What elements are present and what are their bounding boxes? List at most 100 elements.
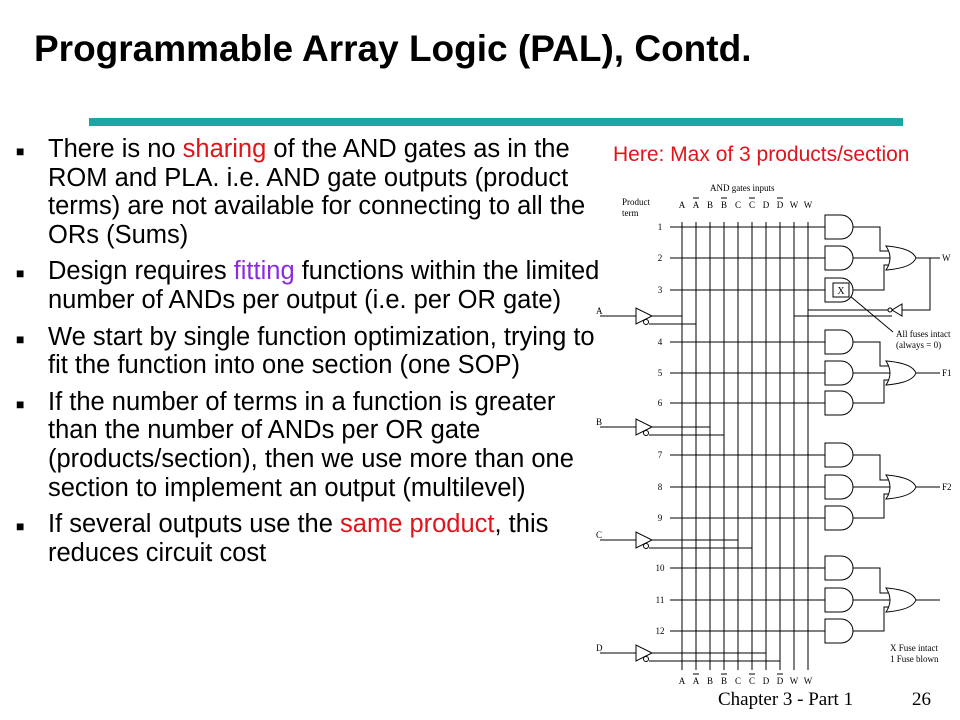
- input-true-wire: [652, 539, 739, 546]
- product-term-number: 5: [658, 368, 663, 378]
- input-comp-wire: [649, 660, 781, 667]
- feedback-wire: [793, 315, 892, 324]
- highlighted-text: fitting: [233, 257, 295, 286]
- bullet-text: We start by single function optimization…: [48, 322, 595, 380]
- feedback-wire: [902, 258, 931, 311]
- and-gate: [824, 390, 854, 416]
- bullet-item: ■ If several outputs use the same product…: [10, 510, 600, 567]
- input-comp-wire: [649, 547, 753, 554]
- or-gate: [885, 587, 917, 613]
- product-term-number: 3: [658, 285, 663, 295]
- fuse-intact-box: [832, 282, 850, 298]
- output-label: W: [942, 253, 951, 263]
- product-term-number: 7: [658, 450, 663, 460]
- legend-fuse-blown: 1 Fuse blown: [890, 654, 939, 664]
- product-term-number: 4: [658, 337, 663, 347]
- input-label: A: [596, 306, 603, 316]
- product-term-number: 11: [656, 595, 665, 605]
- and-gate: [824, 214, 854, 240]
- bullet-square-icon: ■: [16, 143, 25, 159]
- and-to-or-wire: [853, 454, 890, 481]
- and-gate: [824, 505, 854, 531]
- bullet-item: ■If the number of terms in a function is…: [10, 388, 600, 502]
- input-label: C: [596, 530, 602, 540]
- product-term-number: 9: [658, 513, 663, 523]
- bullet-text: Design requires: [48, 257, 234, 286]
- column-label-bottom: A: [679, 676, 686, 686]
- product-term-number: 2: [658, 253, 663, 263]
- fuse-intact-mark: X: [837, 286, 845, 297]
- slide-title: Programmable Array Logic (PAL), Contd.: [34, 28, 752, 69]
- column-label-top: C: [749, 200, 755, 210]
- and-gate: [824, 360, 854, 386]
- product-label: Product: [622, 197, 650, 207]
- bullet-list: ■ There is no sharing of the AND gates as…: [10, 135, 600, 575]
- bullet-square-icon: ■: [16, 395, 25, 412]
- title-underline: [89, 118, 903, 126]
- inverter-bubble: [643, 656, 649, 662]
- column-label-bottom: W: [804, 676, 813, 686]
- input-label: D: [596, 643, 603, 653]
- inverter-bubble: [643, 430, 649, 436]
- all-fuses-line2: (always = 0): [896, 340, 941, 350]
- column-label-top: A: [693, 200, 700, 210]
- and-to-or-wire: [853, 606, 890, 632]
- and-to-or-wire: [853, 567, 890, 594]
- legend-fuse-intact: X Fuse intact: [890, 643, 938, 653]
- column-label-bottom: D: [777, 676, 784, 686]
- column-label-top: B: [707, 200, 713, 210]
- output-label: F2: [942, 482, 952, 492]
- and-gate: [824, 442, 854, 468]
- product-term-number: 6: [658, 398, 663, 408]
- bullet-square-icon: ■: [16, 330, 25, 347]
- bullet-text: functions within the limited number of A…: [48, 257, 600, 314]
- column-label-top: A: [679, 200, 686, 210]
- and-to-or-wire: [853, 226, 890, 252]
- feedback-buffer: [891, 303, 903, 317]
- bullet-text: There is no: [48, 135, 183, 163]
- bullet-item: ■ We start by single function optimizatio…: [10, 323, 600, 380]
- term-label: term: [622, 208, 639, 218]
- footer-chapter: Chapter 3 - Part 1: [718, 689, 854, 710]
- and-gate: [824, 555, 854, 581]
- output-label: F1: [942, 368, 952, 378]
- column-label-top: W: [790, 200, 799, 210]
- input-true-wire: [652, 652, 767, 659]
- column-label-bottom: C: [749, 676, 755, 686]
- all-fuses-pointer: [849, 295, 894, 333]
- bullet-square-icon: ■: [16, 518, 25, 535]
- column-label-top: B: [721, 200, 727, 210]
- product-term-number: 8: [658, 482, 663, 492]
- input-true-wire: [652, 426, 711, 433]
- and-gate: [824, 587, 854, 613]
- all-fuses-line1: All fuses intact: [896, 329, 951, 339]
- highlighted-text: sharing: [182, 135, 267, 163]
- column-label-bottom: D: [763, 676, 770, 686]
- inverter-bubble: [643, 319, 649, 325]
- product-term-number: 10: [656, 563, 666, 573]
- bullet-text: of the AND gates as in the ROM and PLA. …: [48, 135, 586, 249]
- bullet-text: If several outputs use the: [48, 510, 341, 539]
- highlighted-text: same product: [340, 510, 495, 539]
- column-label-bottom: B: [707, 676, 713, 686]
- bullet-item: ■ There is no sharing of the AND gates as…: [10, 135, 600, 249]
- product-term-number: 1: [658, 222, 663, 232]
- column-label-top: D: [777, 200, 784, 210]
- product-term-number: 12: [656, 626, 665, 636]
- and-to-or-wire: [853, 341, 890, 367]
- or-gate: [885, 474, 917, 500]
- bullet-text: , this reduces circuit cost: [48, 510, 549, 567]
- and-to-or-wire: [853, 493, 890, 519]
- footer-page-number: 26: [912, 689, 931, 710]
- inverter-bubble: [887, 307, 893, 313]
- or-gate: [885, 245, 917, 271]
- column-label-bottom: W: [790, 676, 799, 686]
- input-label: B: [596, 417, 602, 427]
- or-gate: [885, 360, 917, 386]
- callout-max-products: Here: Max of 3 products/section: [613, 143, 910, 166]
- column-label-bottom: C: [735, 676, 741, 686]
- column-label-top: C: [735, 200, 741, 210]
- and-gates-inputs-label: AND gates inputs: [710, 183, 775, 193]
- and-to-or-wire: [853, 379, 890, 404]
